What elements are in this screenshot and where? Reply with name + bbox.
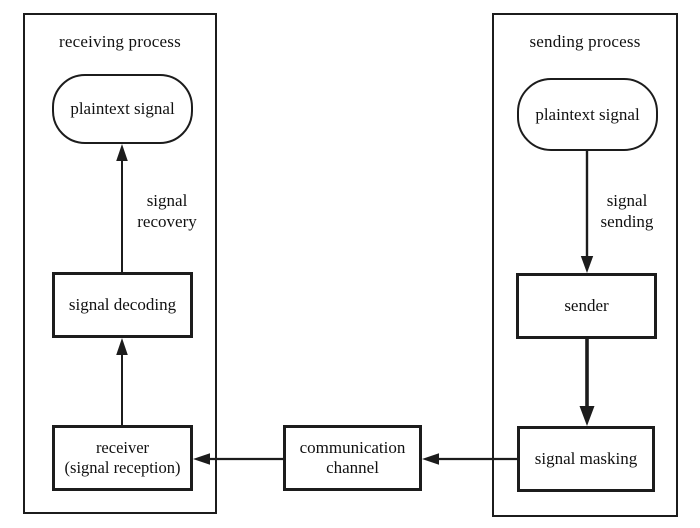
edge-label-signal-recovery-line2: recovery (137, 212, 197, 231)
edge-label-signal-sending: signal sending (593, 190, 661, 232)
node-plaintext-signal-sending: plaintext signal (517, 78, 658, 151)
node-communication-channel-line2: channel (326, 458, 379, 477)
receiving-process-container (23, 13, 217, 514)
edge-label-signal-recovery-line1: signal (146, 191, 188, 210)
sending-process-container (492, 13, 678, 517)
node-communication-channel-line1: communication (299, 438, 406, 457)
node-communication-channel: communication channel (283, 425, 422, 491)
node-receiver-line1: receiver (95, 438, 150, 457)
edge-label-signal-recovery: signal recovery (128, 190, 206, 232)
node-receiver: receiver (signal reception) (52, 425, 193, 491)
edge-label-signal-sending-line1: signal (606, 191, 648, 210)
node-signal-decoding: signal decoding (52, 272, 193, 338)
sending-process-title: sending process (529, 32, 641, 51)
node-sender: sender (516, 273, 657, 339)
node-signal-masking: signal masking (517, 426, 655, 492)
receiving-process-title: receiving process (59, 32, 181, 51)
node-receiver-line2: (signal reception) (64, 458, 181, 477)
edge-label-signal-sending-line2: sending (600, 212, 654, 231)
node-plaintext-signal-receiving: plaintext signal (52, 74, 193, 144)
